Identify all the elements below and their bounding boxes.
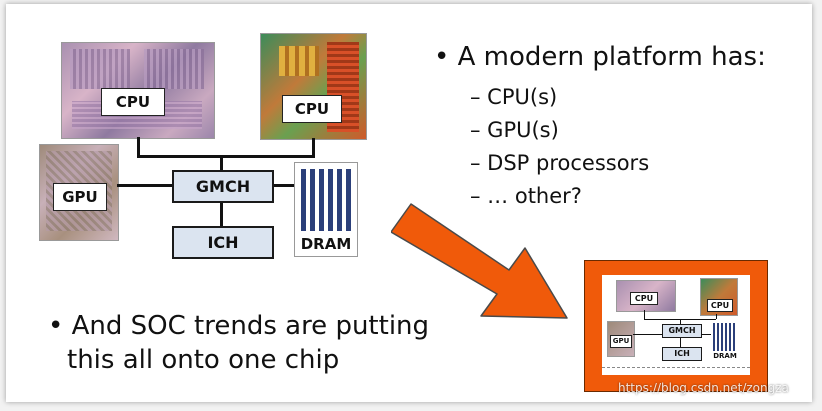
dram-bar bbox=[301, 169, 306, 231]
mini-dram-bar bbox=[733, 323, 735, 351]
cpu-die-image-2 bbox=[260, 33, 367, 140]
arrow-icon bbox=[391, 203, 568, 319]
platform-heading: A modern platform has: bbox=[457, 42, 766, 72]
soc-chip: CPU CPU GPU GMCH ICH bbox=[584, 260, 768, 392]
soc-chip-inner: CPU CPU GPU GMCH ICH bbox=[602, 275, 750, 375]
mini-dashed-divider bbox=[602, 367, 750, 368]
mini-dram-bar bbox=[729, 323, 731, 351]
mini-cpu2-connector bbox=[716, 314, 717, 319]
dram-bar bbox=[310, 169, 315, 231]
list-item: – CPU(s) bbox=[470, 85, 558, 109]
mini-dram-bar bbox=[717, 323, 719, 351]
cpu-die-image-1 bbox=[61, 42, 215, 139]
dram-module: DRAM bbox=[294, 162, 358, 257]
bullet-dot-icon: • bbox=[434, 42, 450, 72]
soc-line-1: And SOC trends are putting bbox=[71, 311, 430, 341]
dram-bar bbox=[346, 169, 351, 231]
mini-gpu-to-gmch bbox=[633, 334, 662, 335]
watermark: https://blog.csdn.net/zongza bbox=[618, 381, 789, 395]
mini-ich-box: ICH bbox=[662, 347, 702, 361]
gpu-to-gmch-line bbox=[117, 184, 173, 187]
gmch-to-ich-line bbox=[220, 201, 223, 226]
mini-cpu1-connector bbox=[644, 310, 645, 319]
soc-line-2: this all onto one chip bbox=[67, 345, 340, 375]
gmch-to-dram-line bbox=[272, 184, 296, 187]
mini-cpu-label-1: CPU bbox=[630, 292, 658, 305]
soc-bullet: • And SOC trends are putting this all on… bbox=[48, 309, 429, 377]
list-item: – … other? bbox=[470, 184, 582, 208]
cpu-label-2: CPU bbox=[282, 95, 342, 123]
mini-dram-label: DRAM bbox=[713, 352, 737, 360]
ich-box: ICH bbox=[172, 226, 274, 259]
mini-gpu-label: GPU bbox=[610, 335, 632, 348]
list-item: – GPU(s) bbox=[470, 118, 559, 142]
gmch-box: GMCH bbox=[172, 170, 274, 203]
mini-dram-bar bbox=[721, 323, 723, 351]
mini-gmch-box: GMCH bbox=[662, 324, 702, 338]
mini-gmch-to-dram bbox=[701, 334, 711, 335]
dram-bar bbox=[328, 169, 333, 231]
dram-label: DRAM bbox=[300, 235, 352, 253]
mini-gmch-to-ich bbox=[680, 338, 681, 347]
mini-dram-bar bbox=[725, 323, 727, 351]
cpu2-connector bbox=[312, 138, 315, 157]
cpu-label-1: CPU bbox=[101, 88, 165, 116]
cpu-bus-to-gmch bbox=[220, 155, 223, 171]
list-item: – DSP processors bbox=[470, 151, 650, 175]
mini-bus-to-gmch bbox=[680, 319, 681, 324]
slide: CPU CPU GPU GMCH ICH DRAM • A modern pla… bbox=[6, 4, 812, 402]
dram-bar bbox=[337, 169, 342, 231]
platform-bullet: • A modern platform has: bbox=[434, 42, 766, 72]
cpu-bus-horizontal bbox=[137, 155, 315, 158]
dram-bar bbox=[319, 169, 324, 231]
mini-cpu-label-2: CPU bbox=[707, 299, 733, 312]
mini-dram-bar bbox=[713, 323, 715, 351]
mini-dram-module: DRAM bbox=[711, 321, 739, 363]
cpu1-connector bbox=[137, 137, 140, 157]
gpu-label: GPU bbox=[53, 183, 107, 211]
bullet-dot-icon: • bbox=[48, 311, 64, 341]
